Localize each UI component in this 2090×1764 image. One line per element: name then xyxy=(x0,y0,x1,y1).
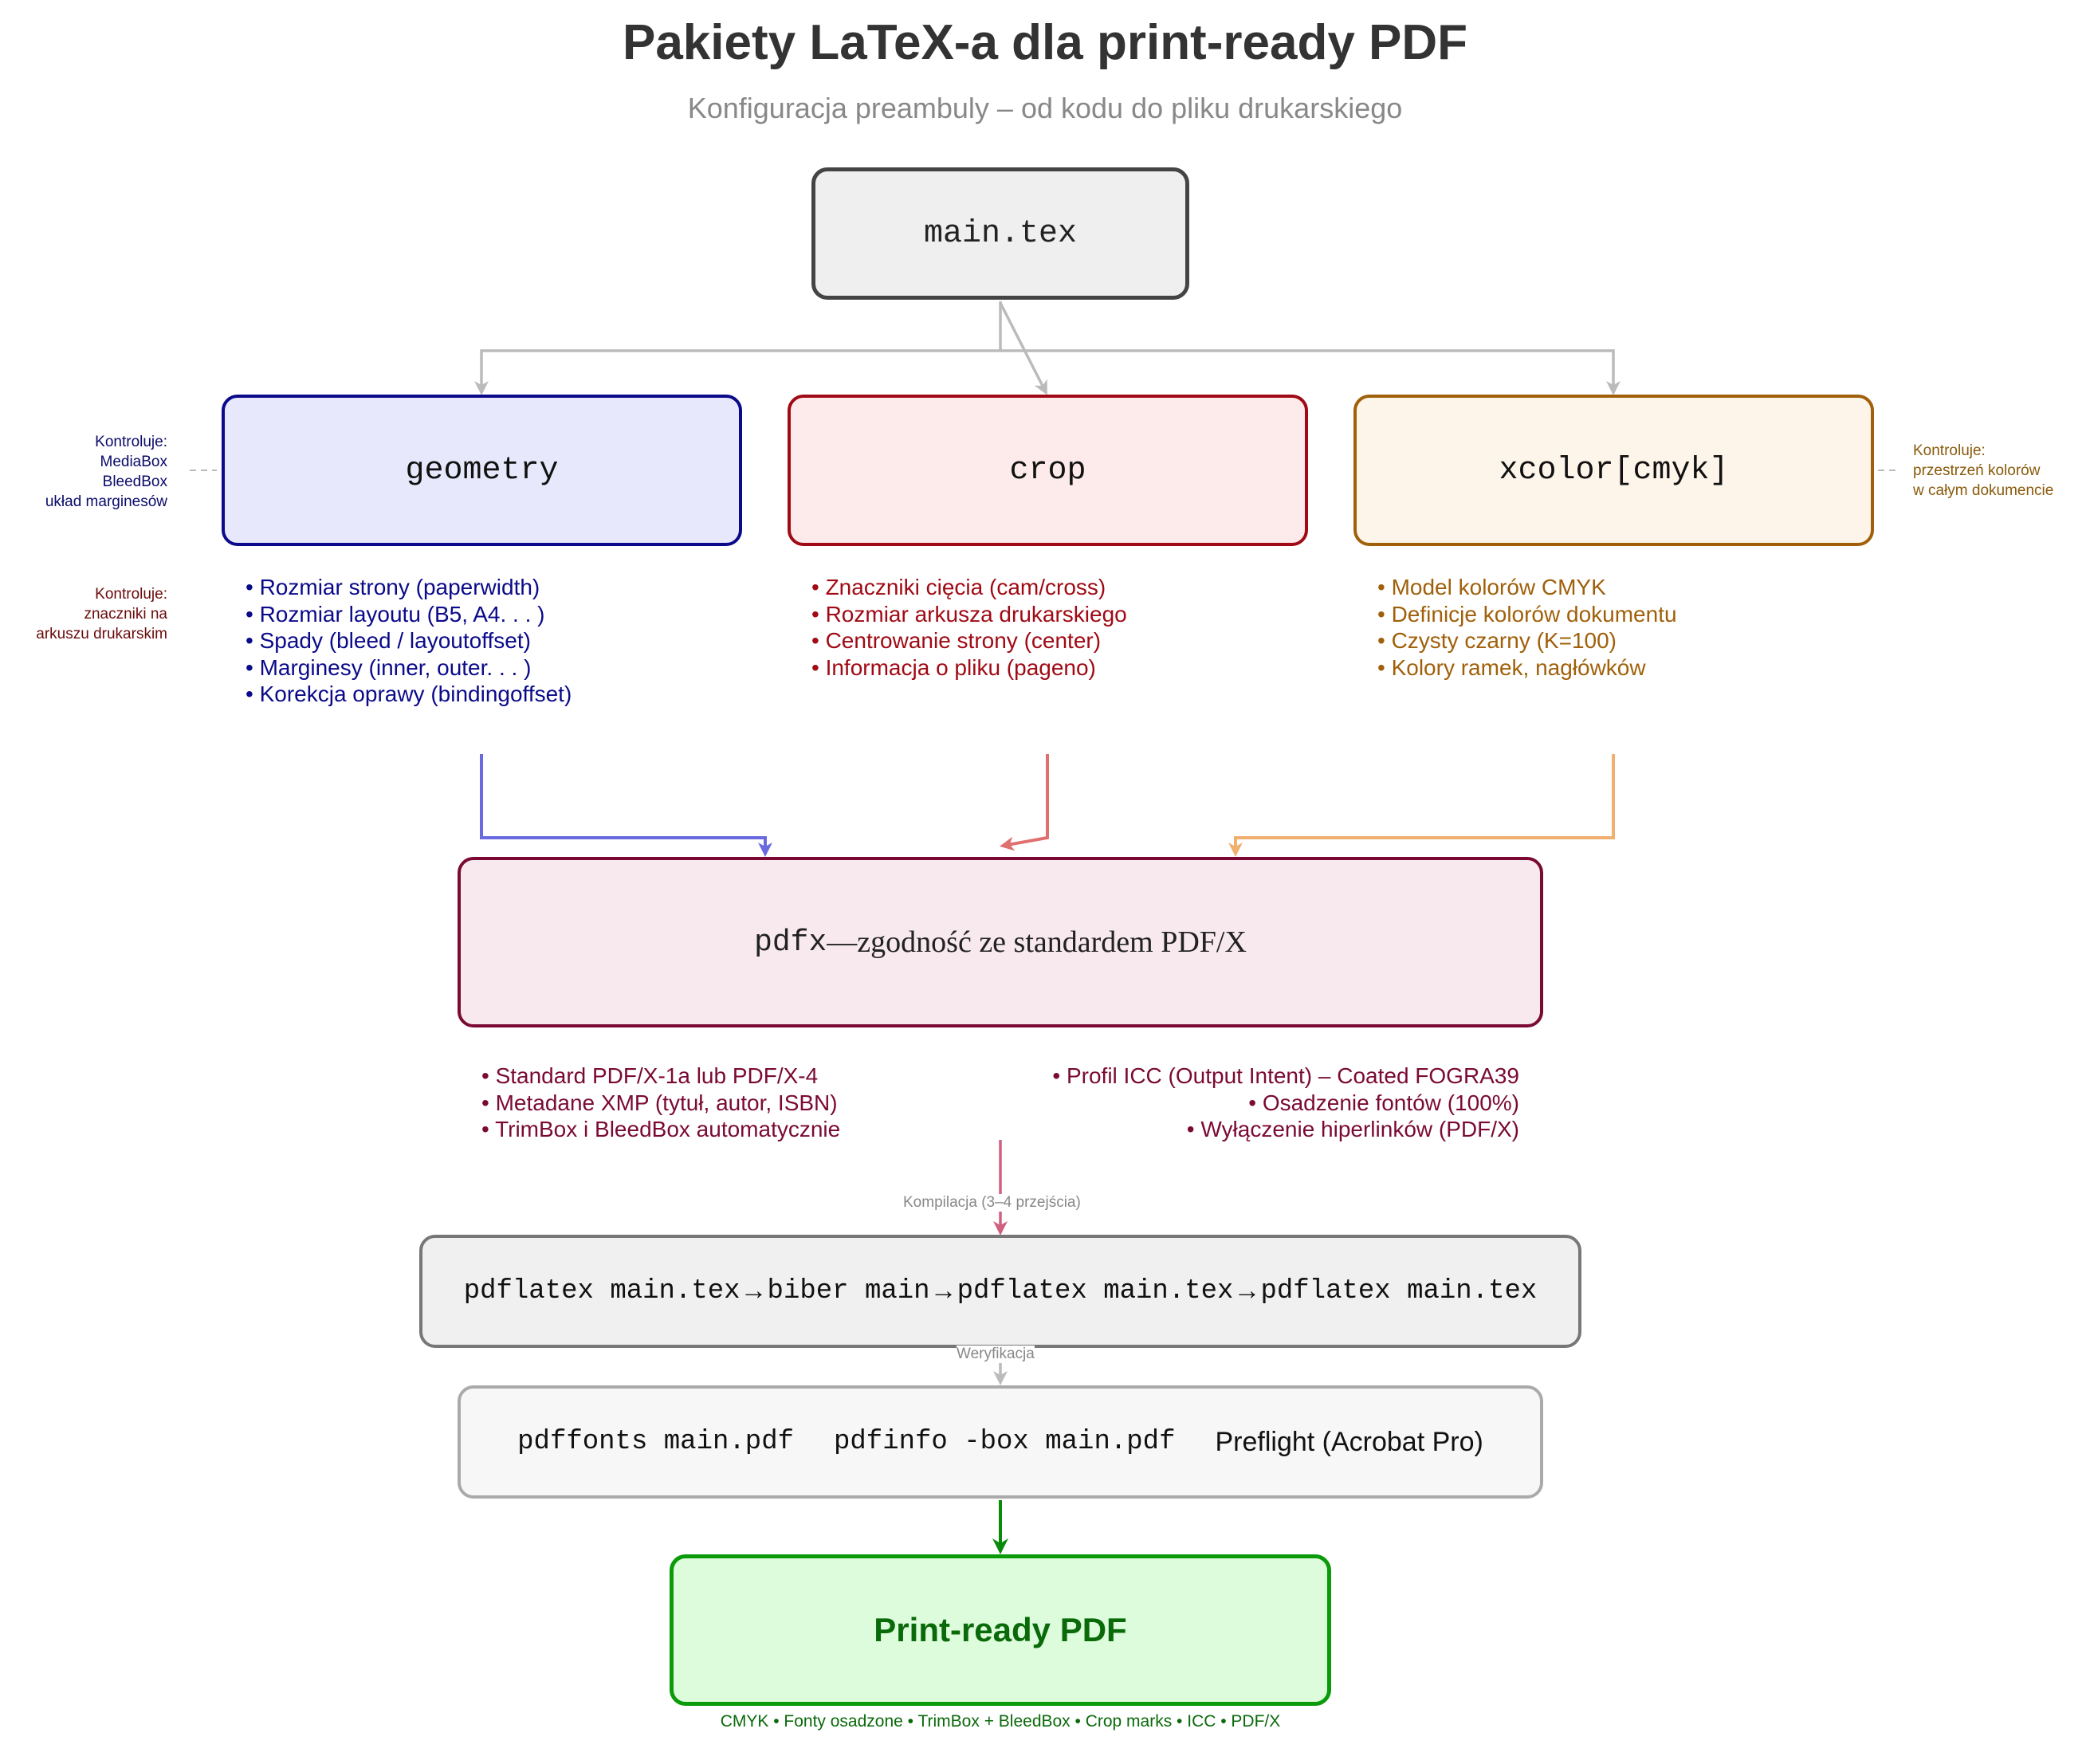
list-item: • Korekcja oprawy (bindingoffset) xyxy=(246,682,572,706)
compile-arrow-label: Kompilacja (3–4 przejścia) xyxy=(903,1194,1081,1212)
compile-separator: → xyxy=(929,1276,957,1306)
compile-step: biber main xyxy=(767,1276,930,1306)
list-item: • Informacja o pliku (pageno) xyxy=(811,654,1096,680)
root-connectors xyxy=(474,301,1621,395)
list-item: • Znaczniki cięcia (cam/cross) xyxy=(811,575,1106,599)
arrow-crop-to-pdfx xyxy=(1000,754,1049,851)
list-item: • Osadzenie fontów (100%) xyxy=(1248,1090,1519,1115)
pdfx-dash: — xyxy=(827,925,858,959)
side-note-line: przestrzeń kolorów xyxy=(1913,462,2041,479)
package-node-geometry: geometry xyxy=(222,395,742,546)
side-note-geometry: Kontroluje: MediaBox BleedBox układ marg… xyxy=(8,432,167,512)
output-label: Print-ready PDF xyxy=(874,1611,1127,1648)
side-note-line: układ marginesów xyxy=(45,493,167,510)
arrow-main-to-geometry xyxy=(474,301,1002,395)
list-item: • Wyłączenie hiperlinków (PDF/X) xyxy=(1186,1117,1519,1141)
list-item: • Spady (bleed / layoutoffset) xyxy=(246,628,531,653)
compile-separator: → xyxy=(1233,1276,1261,1306)
side-note-line: MediaBox xyxy=(100,454,168,470)
arrow-main-to-crop xyxy=(999,302,1047,395)
list-item: • Rozmiar strony (paperwidth) xyxy=(246,575,540,599)
side-note-xcolor: Kontroluje: przestrzeń kolorów w całym d… xyxy=(1913,441,2072,501)
crop-feature-list: • Znaczniki cięcia (cam/cross) • Rozmiar… xyxy=(811,574,1127,681)
list-item: • Rozmiar layoutu (B5, A4. . . ) xyxy=(246,601,545,627)
compile-separator: → xyxy=(740,1276,768,1306)
list-item: • TrimBox i BleedBox automatycznie xyxy=(481,1117,841,1141)
verify-tool: Preflight (Acrobat Pro) xyxy=(1215,1426,1483,1457)
arrow-main-to-xcolor xyxy=(1000,349,1621,395)
pdfx-feature-list-right: • Profil ICC (Output Intent) – Coated FO… xyxy=(957,1063,1519,1143)
pdfx-description: zgodność ze standardem PDF/X xyxy=(857,925,1247,959)
verify-arrow-label: Weryfikacja xyxy=(957,1346,1035,1363)
list-item: • Standard PDF/X-1a lub PDF/X-4 xyxy=(481,1063,819,1088)
pdfx-node: pdfx — zgodność ze standardem PDF/X xyxy=(458,857,1543,1027)
output-node: Print-ready PDF xyxy=(670,1554,1331,1706)
verify-tool: pdfinfo -box main.pdf xyxy=(834,1427,1176,1457)
xcolor-feature-list: • Model kolorów CMYK • Definicje kolorów… xyxy=(1377,574,1677,681)
arrow-xcolor-to-pdfx xyxy=(1228,754,1615,857)
side-note-line: Kontroluje: xyxy=(95,434,167,450)
side-note-line: arkuszu drukarskim xyxy=(36,626,167,642)
list-item: • Centrowanie strony (center) xyxy=(811,628,1102,653)
verify-tool: pdffonts main.pdf xyxy=(517,1427,794,1457)
output-features: CMYK • Fonty osadzone • TrimBox + BleedB… xyxy=(720,1712,1281,1731)
list-item: • Model kolorów CMYK xyxy=(1377,575,1606,599)
package-node-crop: crop xyxy=(788,395,1308,546)
side-note-line: Kontroluje: xyxy=(95,586,167,603)
package-label-xcolor: xcolor[cmyk] xyxy=(1499,452,1729,489)
package-label-geometry: geometry xyxy=(405,452,559,489)
list-item: • Marginesy (inner, outer. . . ) xyxy=(246,654,532,680)
pdfx-package-label: pdfx xyxy=(754,925,827,960)
side-note-crop: Kontroluje: znaczniki na arkuszu drukars… xyxy=(8,584,167,644)
geometry-feature-list: • Rozmiar strony (paperwidth) • Rozmiar … xyxy=(246,574,572,708)
compile-step: pdflatex main.tex xyxy=(463,1276,741,1306)
package-label-crop: crop xyxy=(1009,452,1086,489)
list-item: • Metadane XMP (tytuł, autor, ISBN) xyxy=(481,1090,838,1115)
list-item: • Rozmiar arkusza drukarskiego xyxy=(811,601,1127,627)
list-item: • Kolory ramek, nagłówków xyxy=(1377,654,1646,680)
root-node-main-tex: main.tex xyxy=(811,167,1189,300)
side-note-line: Kontroluje: xyxy=(1913,442,1986,459)
list-item: • Czysty czarny (K=100) xyxy=(1377,628,1617,653)
root-node-label: main.tex xyxy=(923,215,1078,252)
arrow-geometry-to-pdfx xyxy=(480,754,772,857)
package-node-xcolor: xcolor[cmyk] xyxy=(1353,395,1874,546)
compile-step: pdflatex main.tex xyxy=(957,1276,1234,1306)
pdfx-feature-list-left: • Standard PDF/X-1a lub PDF/X-4 • Metada… xyxy=(481,1063,840,1143)
side-note-line: w całym dokumencie xyxy=(1913,482,2054,499)
diagram-title: Pakiety LaTeX-a dla print-ready PDF xyxy=(622,15,1468,70)
compile-step: pdflatex main.tex xyxy=(1260,1276,1538,1306)
side-note-line: znaczniki na xyxy=(84,606,167,623)
side-note-line: BleedBox xyxy=(102,473,167,490)
diagram-subtitle: Konfiguracja preambuly – od kodu do plik… xyxy=(687,92,1403,124)
list-item: • Profil ICC (Output Intent) – Coated FO… xyxy=(1052,1063,1519,1088)
verify-node: pdffonts main.pdf pdfinfo -box main.pdf … xyxy=(458,1385,1543,1499)
compile-node: pdflatex main.tex → biber main → pdflate… xyxy=(419,1235,1581,1348)
list-item: • Definicje kolorów dokumentu xyxy=(1377,601,1677,627)
